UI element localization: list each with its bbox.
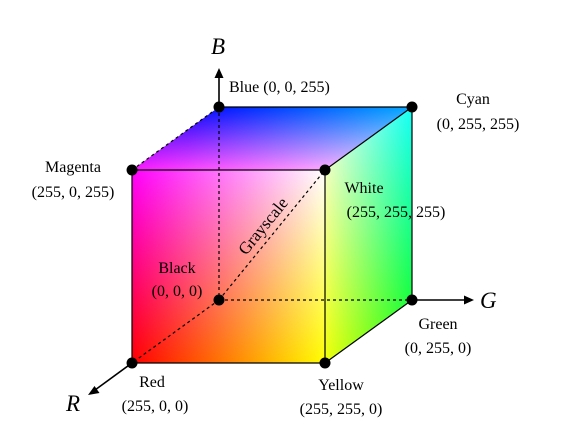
corner-dot-green: [406, 294, 418, 306]
corner-dots: [126, 101, 418, 369]
corner-dot-blue: [213, 101, 225, 113]
axis-r: [88, 362, 133, 395]
label-magenta-coords: (255, 0, 255): [32, 184, 115, 201]
axis-label-r: R: [65, 391, 80, 416]
label-black-coords: (0, 0, 0): [152, 283, 203, 300]
label-yellow-name: Yellow: [318, 377, 364, 394]
cube-front-face: [132, 170, 325, 363]
axis-label-g: G: [480, 288, 497, 313]
label-white-coords: (255, 255, 255): [347, 204, 446, 221]
cube-edges: [131, 106, 413, 364]
label-red-coords: (255, 0, 0): [122, 398, 189, 415]
label-white-name: White: [344, 180, 383, 197]
label-red-name: Red: [139, 374, 165, 391]
label-blue: Blue (0, 0, 255): [229, 79, 330, 96]
label-black-name: Black: [158, 260, 195, 277]
label-cyan-coords: (0, 255, 255): [437, 116, 520, 133]
label-cyan-name: Cyan: [456, 91, 490, 108]
grayscale-diagonal: [218, 169, 326, 301]
corner-dot-white: [319, 164, 331, 176]
label-magenta-name: Magenta: [45, 159, 101, 176]
label-green-name: Green: [418, 316, 457, 333]
cube-hidden-edges: [131, 106, 412, 364]
corner-dot-cyan: [406, 101, 418, 113]
label-yellow-coords: (255, 255, 0): [300, 401, 383, 418]
label-green-coords: (0, 255, 0): [405, 340, 472, 357]
axis-g: [412, 295, 474, 305]
axis-b: [214, 68, 224, 107]
corner-dot-red: [126, 357, 138, 369]
corner-dot-black: [213, 294, 225, 306]
corner-dot-magenta: [126, 164, 138, 176]
axis-label-b: B: [211, 34, 225, 59]
corner-dot-yellow: [319, 357, 331, 369]
